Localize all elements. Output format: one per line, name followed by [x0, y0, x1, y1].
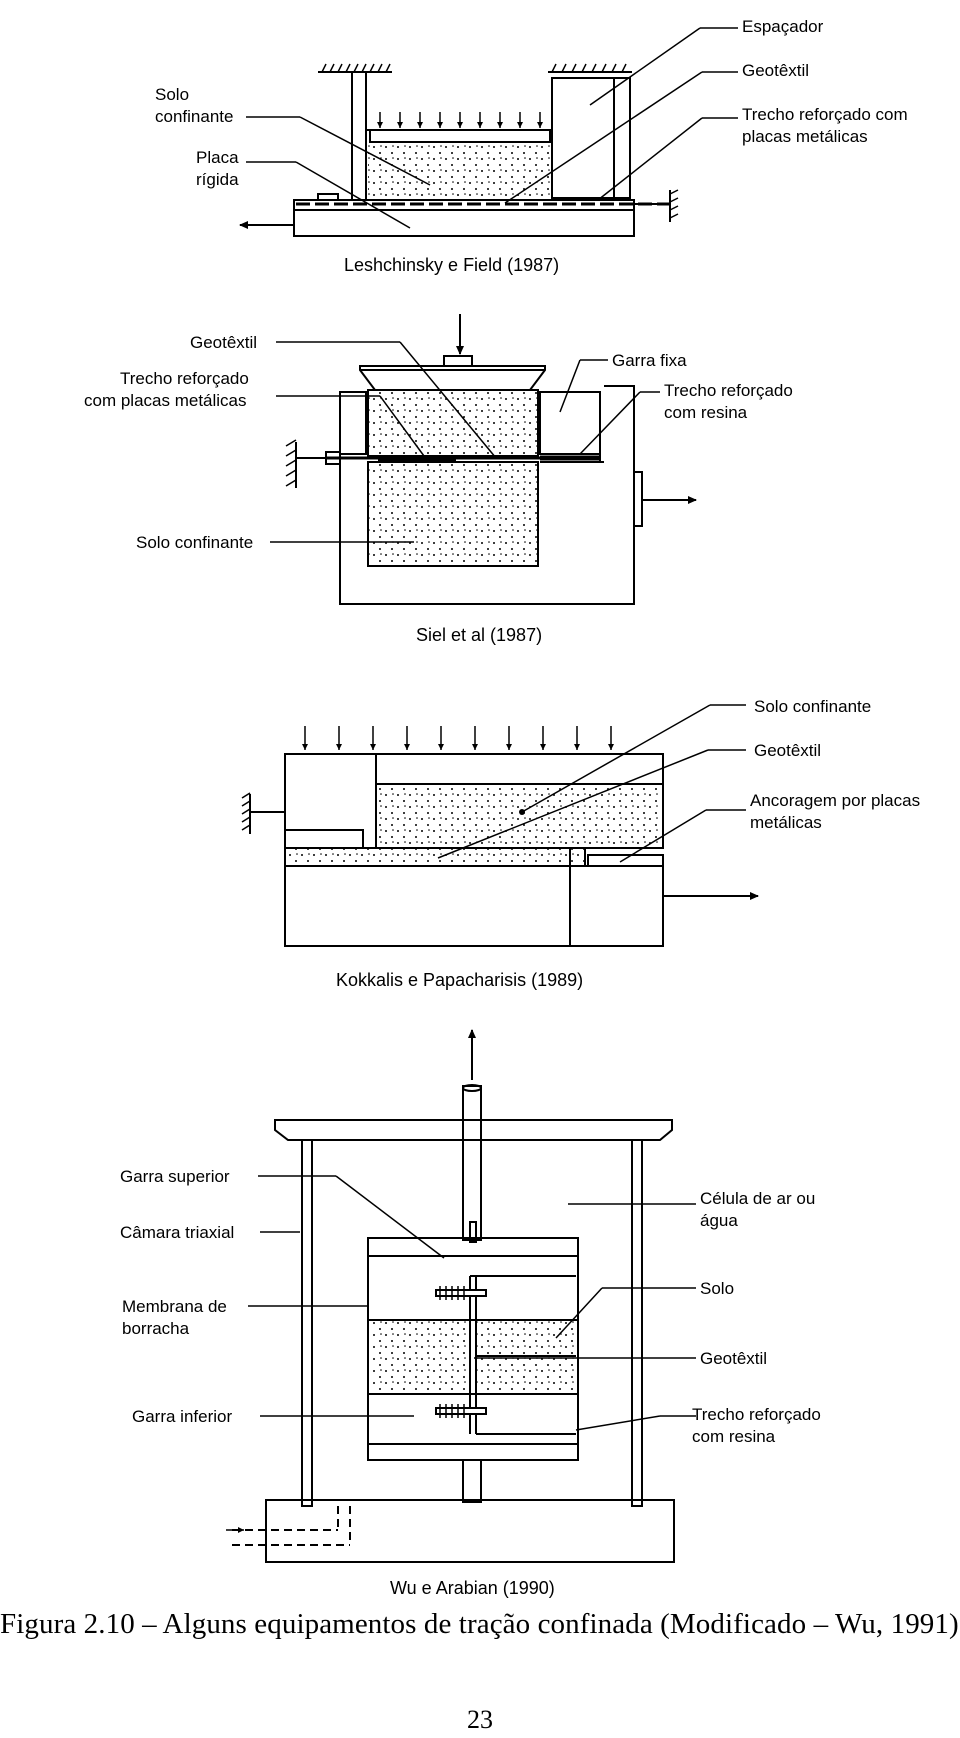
label-trecho-1b: placas metálicas: [742, 127, 868, 146]
panel-leshchinsky-field: [239, 27, 738, 237]
lower-box: [284, 865, 664, 947]
label-trecho-resina-4b: com resina: [692, 1427, 776, 1446]
label-solo-confinante-1b: confinante: [155, 107, 233, 126]
label-camara-triaxial: Câmara triaxial: [120, 1223, 234, 1242]
confining-soil-upper: [378, 786, 661, 848]
label-geotextil-4: Geotêxtil: [700, 1349, 767, 1368]
panel-wu-arabian-labels: Garra superior Câmara triaxial Membrana …: [120, 1167, 821, 1598]
panel-title-4: Wu e Arabian (1990): [390, 1578, 555, 1598]
spacer-block: [551, 77, 631, 199]
specimen-cell: [367, 1237, 579, 1461]
panel-title-2: Siel et al (1987): [416, 625, 542, 645]
label-solo-confinante-2: Solo confinante: [136, 533, 253, 552]
label-garra-inferior: Garra inferior: [132, 1407, 232, 1426]
load-arrows: [377, 112, 543, 128]
label-geotextil-3: Geotêxtil: [754, 741, 821, 760]
caption-dash: –: [134, 1608, 163, 1640]
label-ancoragem-a: Ancoragem por placas: [750, 791, 920, 810]
label-solo-confinante-1a: Solo: [155, 85, 189, 104]
label-trecho-placas-2a: Trecho reforçado: [120, 369, 249, 388]
label-placa-rigida-a: Placa: [196, 148, 239, 167]
triaxial-chamber-left-wall: [301, 1139, 313, 1507]
label-membrana-a: Membrana de: [122, 1297, 227, 1316]
caption-prefix: Figura 2.10: [0, 1608, 135, 1640]
panel-title-3: Kokkalis e Papacharisis (1989): [336, 970, 583, 990]
rigid-plate: [369, 129, 551, 143]
label-celula-a: Célula de ar ou: [700, 1189, 815, 1208]
label-membrana-b: borracha: [122, 1319, 190, 1338]
bottom-rod: [462, 1459, 482, 1503]
caption-text: Alguns equipamentos de tração confinada …: [162, 1608, 960, 1640]
confining-soil-lower: [284, 847, 586, 867]
label-placa-rigida-b: rígida: [196, 170, 239, 189]
figure-caption: Figura 2.10 – Alguns equipamentos de tra…: [0, 1608, 960, 1641]
panel-siel: [270, 314, 697, 605]
panel-kokkalis: [241, 704, 759, 947]
label-trecho-1a: Trecho reforçado com: [742, 105, 908, 124]
panel-kokkalis-labels: Solo confinante Geotêxtil Ancoragem por …: [336, 697, 920, 990]
label-solo-4: Solo: [700, 1279, 734, 1298]
label-espacador: Espaçador: [742, 17, 824, 36]
label-geotextil-2: Geotêxtil: [190, 333, 257, 352]
label-trecho-resina-4a: Trecho reforçado: [692, 1405, 821, 1424]
label-garra-fixa: Garra fixa: [612, 351, 687, 370]
confining-soil: [368, 142, 550, 198]
figure-diagrams: Solo confinante Placa rígida Espaçador G…: [84, 17, 920, 1598]
outer-frame: [339, 385, 635, 605]
top-plate: [274, 1119, 673, 1141]
panel-siel-labels: Geotêxtil Trecho reforçado com placas me…: [84, 333, 793, 645]
label-solo-confinante-3: Solo confinante: [754, 697, 871, 716]
label-trecho-resina-2b: com resina: [664, 403, 748, 422]
panel-wu-arabian: [226, 1029, 696, 1563]
load-arrows: [302, 726, 614, 750]
label-trecho-placas-2b: com placas metálicas: [84, 391, 247, 410]
left-spacer: [339, 391, 367, 455]
label-ancoragem-b: metálicas: [750, 813, 822, 832]
label-celula-b: água: [700, 1211, 738, 1230]
base-plate: [293, 199, 635, 237]
fixed-clamp: [539, 391, 601, 455]
top-rod: [462, 1085, 482, 1241]
page-number: 23: [467, 1705, 493, 1734]
confining-soil-upper: [367, 389, 539, 457]
label-trecho-resina-2a: Trecho reforçado: [664, 381, 793, 400]
panel-leshchinsky-field-labels: Solo confinante Placa rígida Espaçador G…: [155, 17, 908, 275]
confining-soil-lower: [367, 461, 539, 567]
triaxial-chamber-right-wall: [631, 1139, 643, 1507]
label-garra-superior: Garra superior: [120, 1167, 230, 1186]
panel-title-1: Leshchinsky e Field (1987): [344, 255, 559, 275]
label-geotextil-1: Geotêxtil: [742, 61, 809, 80]
fixed-support-hatch: [318, 63, 392, 73]
